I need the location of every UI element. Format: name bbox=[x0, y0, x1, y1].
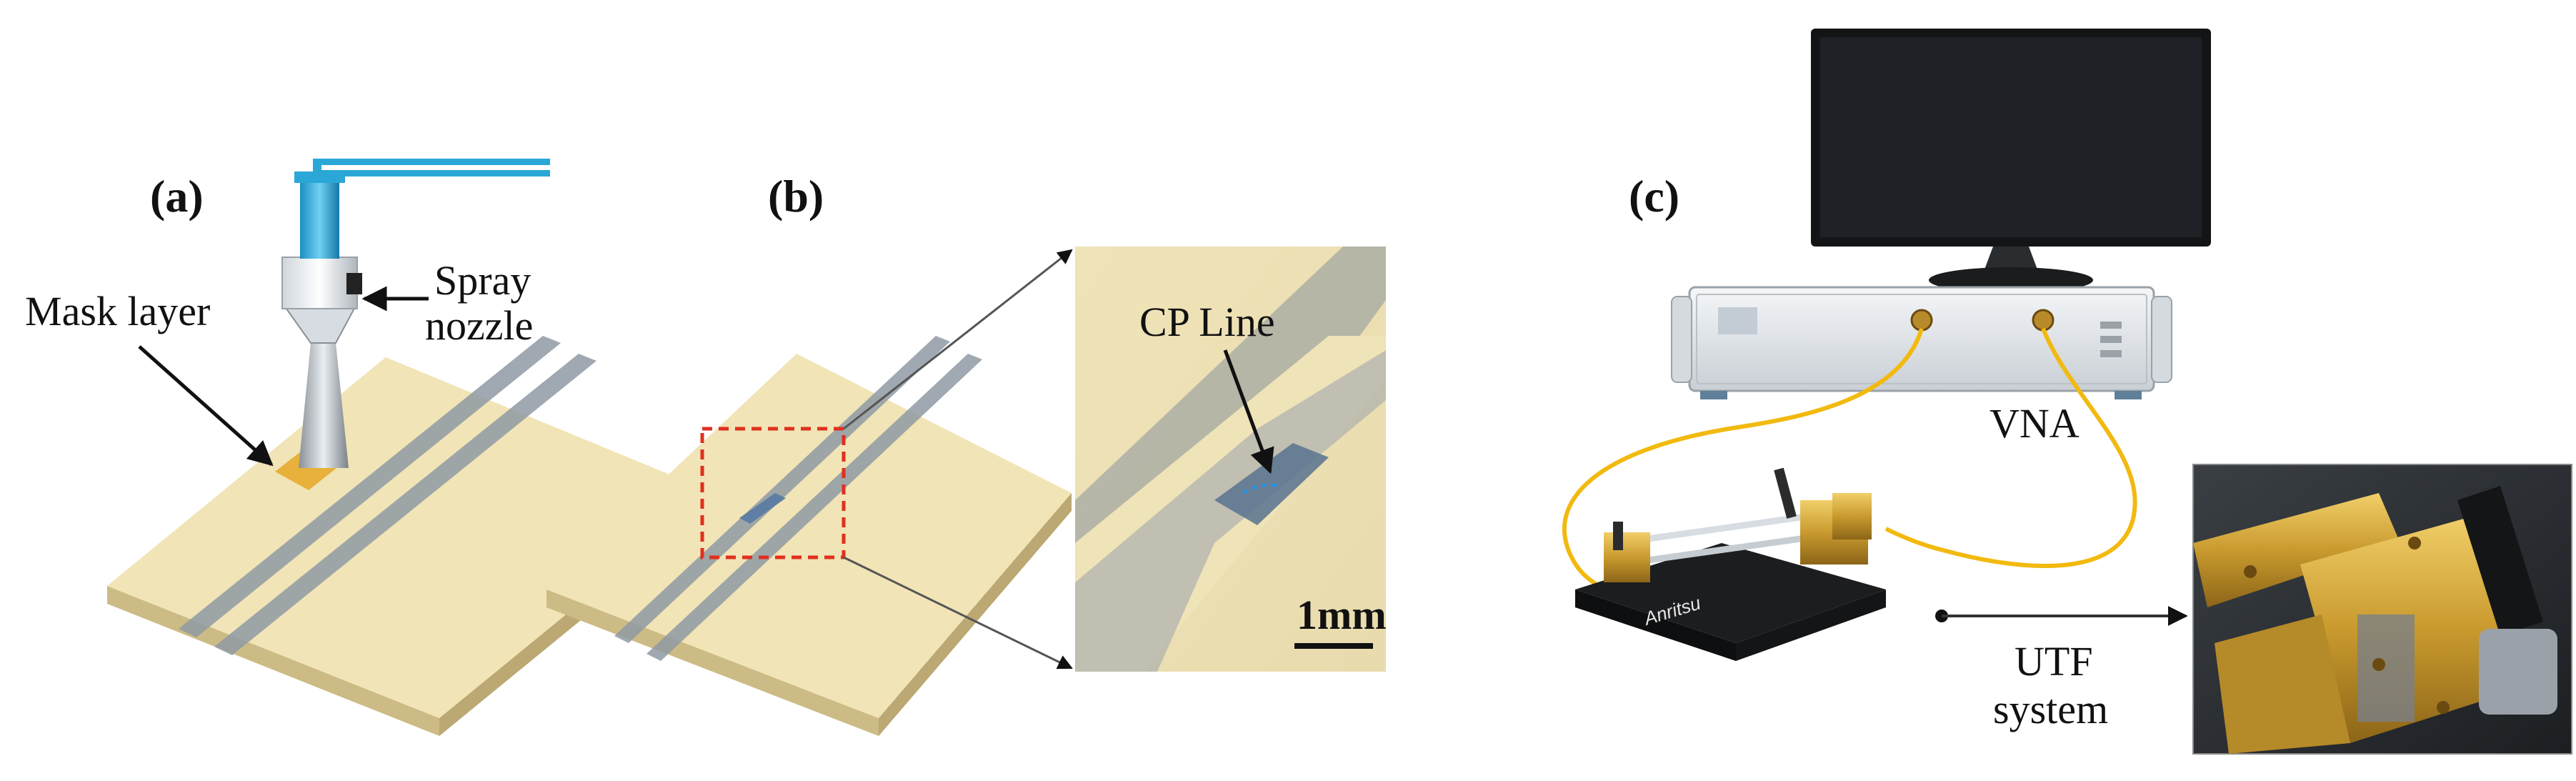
closeup-lever bbox=[2457, 486, 2543, 636]
nozzle-clamp bbox=[346, 273, 362, 294]
utf-label-line2: system bbox=[1993, 686, 2108, 732]
groove-b-1 bbox=[614, 336, 950, 643]
panel-c-label: (c) bbox=[1629, 171, 1679, 222]
closeup-gold-block-1 bbox=[2193, 493, 2400, 607]
panel-c: (c) VNA bbox=[1562, 29, 2572, 755]
utf-block-left bbox=[1604, 532, 1650, 582]
groove-b-2 bbox=[647, 354, 982, 661]
substrate-b-top bbox=[546, 354, 1072, 718]
spray-cone bbox=[299, 343, 349, 468]
feed-tube-riser bbox=[313, 159, 321, 180]
spray-label-line2: nozzle bbox=[425, 302, 533, 349]
vna-instrument bbox=[1671, 286, 2172, 399]
cp-line-deposit-small bbox=[739, 493, 786, 524]
utf-rail-2 bbox=[1636, 533, 1814, 565]
feed-tube-vertical bbox=[300, 179, 339, 259]
mask-layer-arrow bbox=[138, 345, 274, 467]
groove-a-2 bbox=[214, 354, 596, 655]
feed-tube-horizontal-1 bbox=[314, 159, 550, 165]
vna-port-1 bbox=[1910, 309, 1933, 332]
cp-line-label: CP Line bbox=[1139, 299, 1275, 345]
vna-label: VNA bbox=[1990, 400, 2080, 447]
cable-2 bbox=[1884, 327, 2137, 569]
zoom-groove-2 bbox=[1075, 350, 1386, 672]
substrate-b-side-right bbox=[879, 493, 1072, 736]
zoom-line-bottom bbox=[843, 556, 1073, 670]
vna-handle-left bbox=[1671, 296, 1692, 383]
utf-label-line1: UTF bbox=[2015, 638, 2093, 685]
feed-tube-horizontal-2 bbox=[314, 170, 550, 176]
spray-label-line1: Spray bbox=[434, 257, 531, 304]
cp-line-arrow bbox=[1223, 349, 1274, 474]
vna-port-2 bbox=[2032, 309, 2055, 332]
utf-closeup-photo bbox=[2192, 464, 2572, 755]
zoom-line-top bbox=[843, 249, 1073, 430]
nozzle-tip bbox=[283, 305, 357, 344]
zoom-box bbox=[700, 427, 846, 559]
utf-base bbox=[1575, 543, 1886, 643]
panel-b: (b) CP Line 1mm bbox=[546, 171, 1387, 736]
utf-fixture: Anritsu bbox=[1575, 467, 1886, 661]
scale-bar-label: 1mm bbox=[1297, 592, 1387, 638]
utf-rail-1 bbox=[1632, 512, 1811, 544]
utf-clamp-lever bbox=[1774, 467, 1797, 519]
scale-bar bbox=[1294, 643, 1373, 649]
zoom-photo: CP Line 1mm bbox=[1075, 247, 1387, 672]
panel-a: (a) Mask layer Spray nozzle bbox=[25, 159, 714, 736]
panel-a-label: (a) bbox=[150, 171, 204, 222]
mask-layer-label: Mask layer bbox=[25, 288, 210, 334]
vna-handle-right bbox=[2151, 296, 2172, 383]
nozzle-body bbox=[281, 257, 358, 309]
zoom-cp-dash bbox=[1242, 483, 1279, 494]
panel-b-label: (b) bbox=[768, 171, 824, 222]
groove-a-1 bbox=[179, 336, 561, 637]
